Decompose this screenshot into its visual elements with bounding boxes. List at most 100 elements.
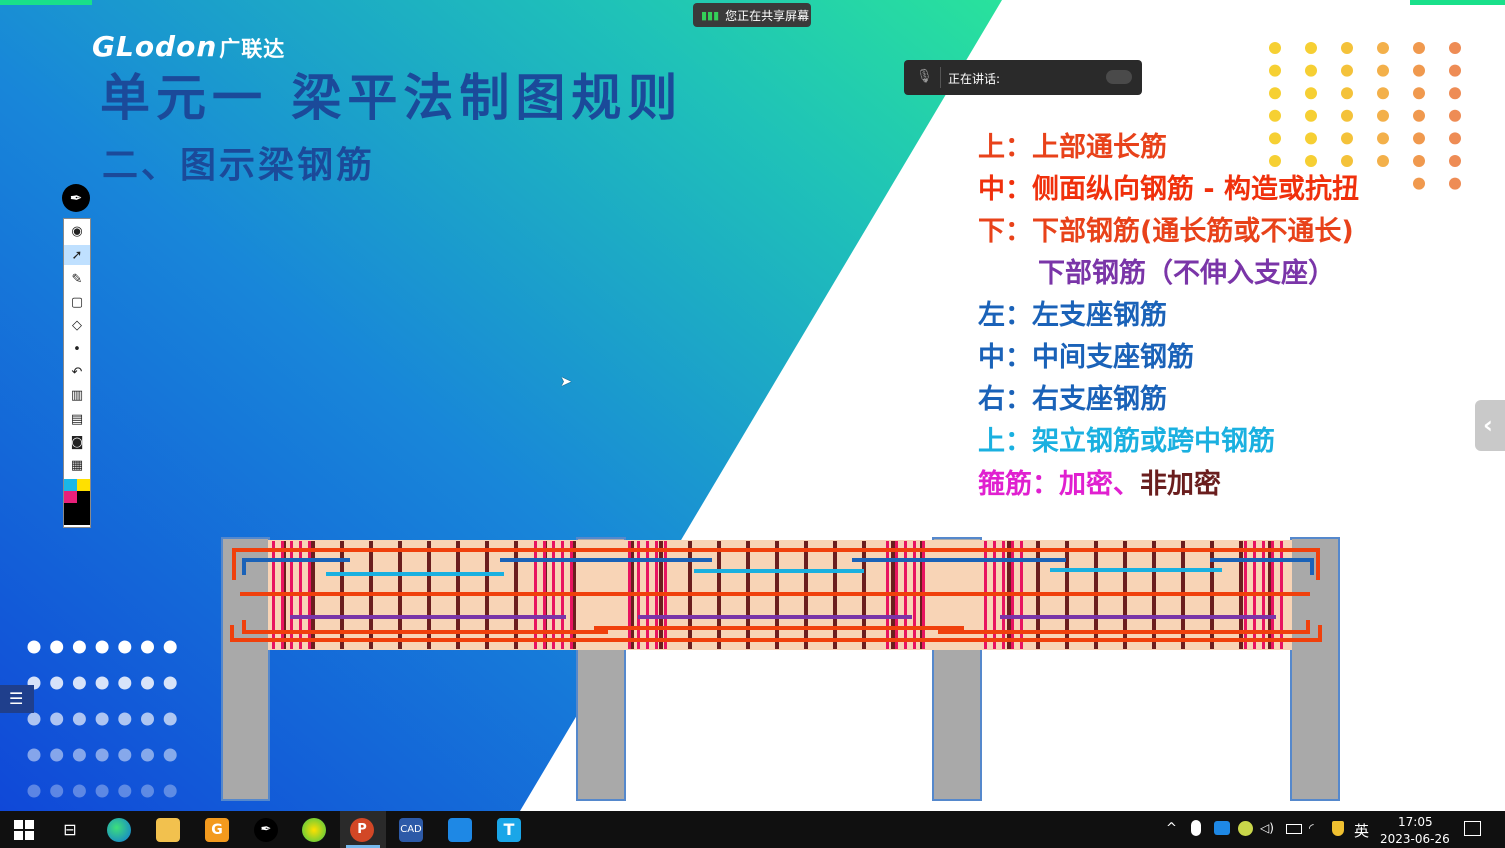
dot-size-icon[interactable]: • (73, 341, 81, 357)
decor-dot (27, 748, 41, 762)
qq-tray-icon[interactable] (1238, 821, 1253, 836)
pen-tool-app-icon[interactable]: ✒ (254, 818, 278, 842)
file-explorer-icon[interactable] (156, 818, 180, 842)
decor-dot (95, 640, 109, 654)
undo-icon[interactable]: ↶ (71, 364, 83, 380)
notification-center-icon[interactable] (1464, 821, 1481, 836)
decor-dot (1305, 109, 1317, 122)
decor-dot (1341, 109, 1353, 122)
decor-dot (1377, 109, 1389, 122)
rectangle-icon[interactable]: ▢ (70, 294, 84, 310)
eye-icon[interactable]: ◉ (71, 223, 83, 239)
slide-subtitle: 二、图示梁钢筋 (102, 145, 376, 186)
decor-dot (1413, 87, 1425, 100)
bullet-middle-support: 中：中间支座钢筋 (978, 342, 1194, 373)
glodon-gqi-icon[interactable]: G (205, 818, 229, 842)
color-palette[interactable] (64, 479, 90, 525)
security-shield-icon[interactable] (1332, 821, 1344, 836)
powerpoint-icon[interactable]: P (350, 818, 374, 842)
trash-icon[interactable]: ▥ (70, 387, 84, 403)
signal-icon: ▮▮▮ (701, 8, 720, 22)
decor-dot (1269, 87, 1281, 100)
decor-dot (1377, 132, 1389, 145)
longitudinal-rebars (230, 548, 1322, 642)
color-black-swatch[interactable] (77, 491, 90, 525)
color-black-swatch-2[interactable] (64, 503, 77, 525)
decor-dot (1377, 155, 1389, 167)
speaking-divider (940, 67, 941, 88)
camera-icon[interactable]: ◙ (70, 434, 84, 450)
list-icon: ☰ (9, 689, 24, 708)
bottom-bar (938, 620, 1310, 634)
feishu-app-icon[interactable] (448, 818, 472, 842)
feishu-tray-icon[interactable] (1214, 821, 1230, 835)
wifi-icon[interactable]: ◜ (1309, 821, 1314, 835)
clock-date[interactable]: 2023-06-26 (1380, 832, 1450, 846)
bullet-left-support: 左：左支座钢筋 (978, 300, 1167, 331)
mouse-cursor-icon: ➤ (560, 374, 572, 390)
bottom-bar (242, 620, 608, 634)
decor-dot (72, 712, 86, 726)
decor-dot (1341, 155, 1353, 167)
task-view-icon[interactable]: ⊟ (63, 820, 77, 839)
volume-icon[interactable]: ◁) (1260, 821, 1274, 835)
color-magenta-swatch[interactable] (64, 491, 77, 503)
decor-dot (141, 784, 154, 798)
bullet-upper: 上：上部通长筋 (978, 132, 1167, 163)
pen-mode-icon[interactable]: ✒ (62, 184, 90, 212)
decor-dot (1413, 177, 1425, 190)
decorative-dots-right (1269, 42, 1461, 190)
bullet-right-support: 右：右支座钢筋 (978, 384, 1167, 415)
tray-expand-icon[interactable]: ^ (1166, 821, 1177, 836)
decor-dot (72, 784, 86, 798)
clock-time[interactable]: 17:05 (1398, 815, 1433, 829)
edge-browser-icon[interactable] (107, 818, 131, 842)
decor-dot (1269, 64, 1281, 77)
decor-dot (72, 640, 86, 654)
screen-sharing-badge[interactable]: ▮▮▮ 您正在共享屏幕 (693, 3, 811, 27)
decor-dot (1305, 155, 1317, 167)
whiteboard-icon[interactable]: ▤ (70, 411, 84, 427)
decor-dot (141, 676, 154, 690)
slide-title: 单元一 梁平法制图规则 (100, 69, 684, 127)
decor-dot (141, 640, 154, 654)
color-cyan-swatch[interactable] (64, 479, 77, 491)
decor-dot (50, 712, 64, 726)
cad-app-icon[interactable]: CAD (399, 818, 423, 842)
decor-dot (72, 748, 86, 762)
battery-icon[interactable] (1286, 824, 1302, 834)
left-support-bar (242, 558, 350, 575)
bullet-middle: 中：侧面纵向钢筋 - 构造或抗扭 (978, 174, 1360, 205)
decor-dot (27, 640, 41, 654)
decor-dot (141, 748, 154, 762)
decor-dot (1305, 64, 1317, 77)
decor-dot (1413, 109, 1425, 122)
decor-dot (1449, 64, 1461, 77)
support-column (221, 537, 270, 801)
ime-indicator[interactable]: 英 (1354, 822, 1370, 840)
cursor-icon[interactable]: ➚ (64, 245, 90, 265)
t-app-icon[interactable]: T (497, 818, 521, 842)
beam-rebar-diagram (221, 537, 1340, 801)
eraser-icon[interactable]: ◇ (72, 317, 82, 333)
microphone-icon[interactable] (1191, 820, 1201, 836)
speaking-indicator: 🎙 正在讲话: (904, 60, 1142, 95)
color-yellow-swatch[interactable] (77, 479, 90, 491)
corner-accent-top-left (0, 0, 92, 5)
windows-start-icon[interactable] (12, 818, 36, 842)
collapse-panel-button[interactable]: ‹ (1475, 400, 1505, 451)
decor-dot (1269, 42, 1281, 54)
decor-dot (1341, 42, 1353, 54)
slide-list-button[interactable]: ☰ (0, 685, 34, 713)
decor-dot (50, 676, 64, 690)
bullet-erection-bar: 上：架立钢筋或跨中钢筋 (978, 426, 1275, 457)
decor-dot (163, 676, 177, 690)
decor-dot (1341, 132, 1353, 145)
decor-dot (27, 712, 41, 726)
highlighter-icon[interactable]: ✎ (71, 271, 83, 287)
qq-browser-icon[interactable] (302, 818, 326, 842)
clipboard-icon[interactable]: ▦ (70, 457, 84, 473)
decor-dot (1413, 64, 1425, 77)
decorative-dots-left (27, 640, 177, 798)
bullet-stirrup: 箍筋：加密、非加密 (978, 468, 1221, 502)
